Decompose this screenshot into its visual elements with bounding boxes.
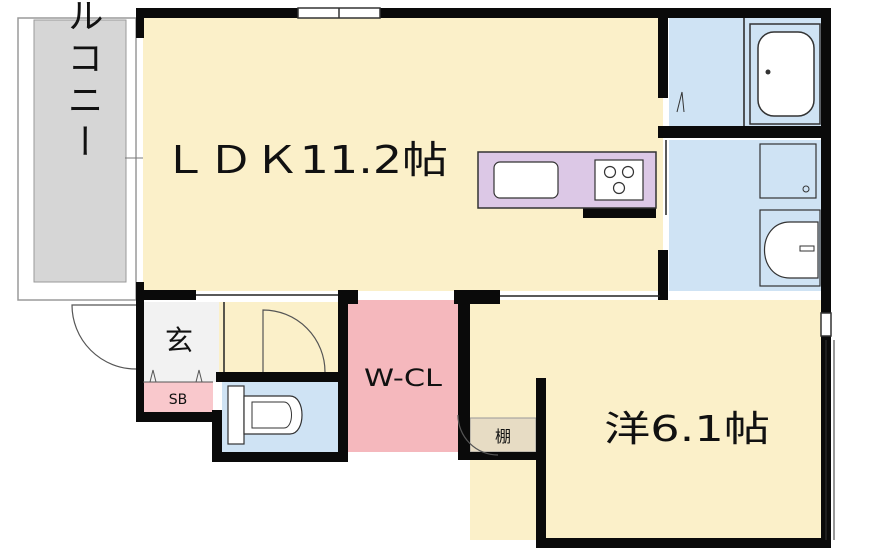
shoe-box-marks	[143, 369, 213, 383]
shoe-box-label: SB	[169, 392, 188, 408]
bath-step-mark	[676, 91, 685, 113]
shoe-box-floor	[143, 382, 213, 412]
closet-label: W-CL	[364, 364, 443, 392]
shelf-label: 棚	[495, 427, 511, 446]
windows	[297, 7, 835, 540]
closet-floor	[348, 300, 460, 452]
ldk-label: ＬＤＫ11.2帖	[162, 138, 448, 182]
entrance-floor	[143, 302, 219, 382]
balcony-label: バルコニー	[62, 0, 103, 165]
sink-icon	[493, 161, 559, 199]
hallway-floor	[219, 302, 341, 377]
balcony	[17, 17, 145, 301]
kitchen-counter	[477, 151, 657, 209]
partitions	[196, 18, 745, 372]
door-swings	[71, 304, 499, 456]
washbasin-icon	[759, 209, 821, 287]
bathtub-icon	[749, 23, 821, 125]
toilet-icon	[227, 385, 303, 445]
washing-machine-icon	[759, 143, 817, 199]
western-room-label: 洋6.1帖	[604, 409, 770, 450]
stove-icon	[594, 159, 644, 201]
entrance-label: 玄	[165, 324, 193, 357]
